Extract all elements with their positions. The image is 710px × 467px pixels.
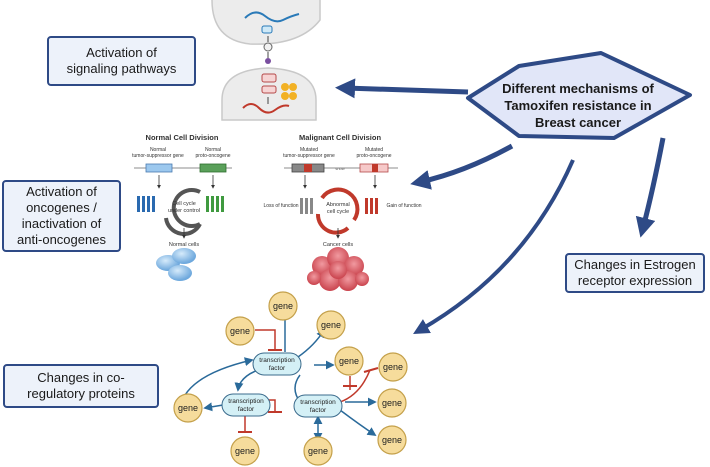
main-arrows [335, 78, 666, 334]
gene-label: gene [273, 301, 293, 311]
oncogenes-box-line1: Activation of [26, 184, 97, 199]
gene-label: gene [230, 326, 250, 336]
arrow-to-oncogenes [410, 143, 514, 190]
tf1-label-2: factor [269, 365, 286, 372]
central-node-line1: Different mechanisms of [502, 81, 654, 96]
malignant-division-title: Malignant Cell Division [299, 133, 382, 142]
normal-tsg-label-1: Normal [150, 147, 166, 153]
gene-label: gene [178, 403, 198, 413]
central-node-line3: Breast cancer [535, 115, 621, 130]
arrow-to-coregulatory [413, 159, 575, 334]
cancer-cells-label: Cancer cells [323, 242, 354, 248]
gene-node: gene [230, 436, 260, 466]
gene-label: gene [382, 435, 402, 445]
gene-node: gene [377, 425, 407, 455]
gene-node: gene [173, 393, 203, 423]
gene-network: transcription factor transcription facto… [173, 291, 408, 466]
signaling-box-line2: signaling pathways [66, 61, 177, 76]
snow-label: snow [335, 166, 344, 171]
gene-node: gene [377, 388, 407, 418]
estrogen-box-line2: receptor expression [577, 273, 693, 288]
mutated-tsg-label-2: tumor-suppressor gene [283, 153, 335, 159]
gain-of-function-label: Gain of function [386, 203, 421, 209]
signaling-box-line1: Activation of [86, 45, 157, 60]
oncogenes-box-line2: oncogenes / [26, 200, 97, 215]
central-node-line2: Tamoxifen resistance in [504, 98, 651, 113]
cell-division-panel: Normal Cell Division Malignant Cell Divi… [132, 133, 422, 291]
loss-of-function-label: Loss of function [263, 203, 298, 209]
abnormal-cycle-label-1: Abnormal [326, 202, 350, 208]
normal-tsg-label-2: tumor-suppressor gene [132, 153, 184, 159]
oncogenes-box: Activation of oncogenes / inactivation o… [2, 180, 121, 252]
normal-division-title: Normal Cell Division [146, 133, 219, 142]
gene-label: gene [321, 320, 341, 330]
transcription-factor-3: transcription factor [293, 394, 343, 418]
tf2-label-2: factor [238, 406, 255, 413]
tf1-label-1: transcription [259, 357, 295, 364]
signaling-pathways-box: Activation of signaling pathways [47, 36, 196, 86]
transcription-factor-2: transcription factor [221, 393, 271, 417]
normal-dna-right [206, 196, 224, 212]
arrow-to-signaling [335, 78, 469, 99]
malignant-dna-right [365, 198, 378, 214]
gene-node: gene [378, 352, 408, 382]
malignant-dna-left [300, 198, 313, 214]
normal-proto-label-1: Normal [205, 147, 221, 153]
gene-node: gene [303, 436, 333, 466]
tf2-label-1: transcription [228, 398, 264, 405]
coregulatory-box-line1: Changes in co- [37, 370, 125, 385]
normal-proto-label-2: proto-oncogene [195, 153, 230, 159]
estrogen-receptor-box: Changes in Estrogen receptor expression [565, 253, 705, 293]
cancer-cells-illustration [307, 247, 369, 291]
transcription-factor-1: transcription factor [252, 352, 302, 376]
oncogenes-box-line4: anti-oncogenes [17, 232, 106, 247]
abnormal-cycle-label-2: cell cycle [327, 209, 349, 215]
gene-node: gene [334, 346, 364, 376]
tf3-label-2: factor [310, 407, 327, 414]
arrow-to-estrogen [635, 137, 666, 238]
mutated-tsg-label-1: Mutated [300, 147, 318, 153]
gene-label: gene [235, 446, 255, 456]
gene-label: gene [339, 356, 359, 366]
coregulatory-box: Changes in co- regulatory proteins [3, 364, 159, 408]
normal-cycle-label-1: Cell cycle [172, 201, 196, 207]
mutated-proto-label-2: proto-oncogene [356, 153, 391, 159]
gene-label: gene [383, 362, 403, 372]
normal-cells-label: Normal cells [169, 242, 200, 248]
gene-node: gene [268, 291, 298, 321]
normal-cycle-label-2: under control [168, 208, 200, 214]
normal-cells-illustration [156, 248, 196, 281]
coregulatory-box-line2: regulatory proteins [27, 386, 135, 401]
gene-node: gene [316, 310, 346, 340]
mutated-proto-label-1: Mutated [365, 147, 383, 153]
oncogenes-box-line3: inactivation of [21, 216, 102, 231]
central-node: Different mechanisms of Tamoxifen resist… [466, 51, 692, 140]
signaling-pathway-illustration [211, 0, 321, 121]
estrogen-box-line1: Changes in Estrogen [574, 257, 696, 272]
gene-node: gene [225, 316, 255, 346]
normal-dna-left [137, 196, 155, 212]
gene-label: gene [382, 398, 402, 408]
gene-label: gene [308, 446, 328, 456]
tf3-label-1: transcription [300, 399, 336, 406]
